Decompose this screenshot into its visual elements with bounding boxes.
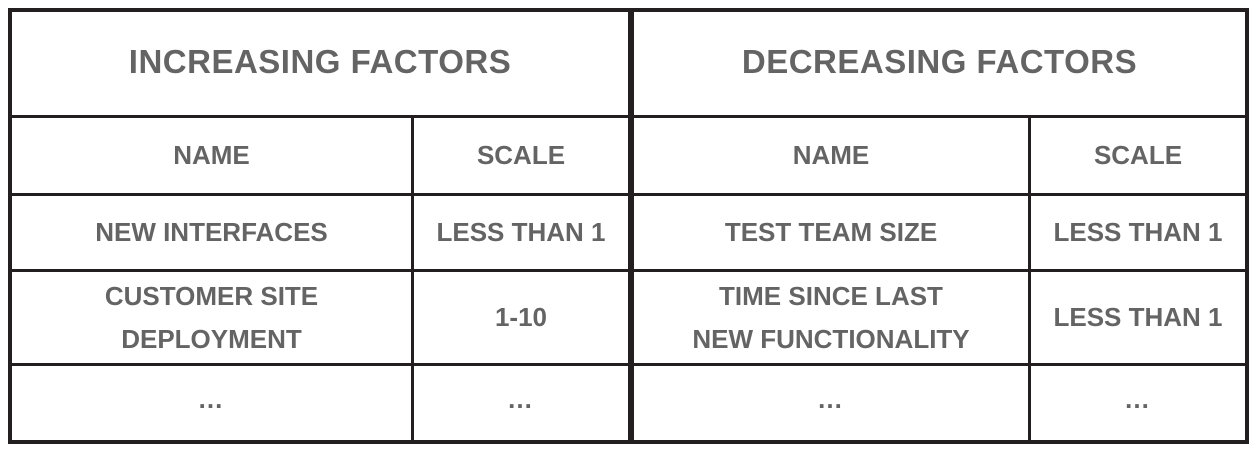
decreasing-factors-title: DECREASING FACTORS	[634, 12, 1245, 118]
factor-name-line: CUSTOMER SITE	[104, 280, 319, 311]
factor-name-cell: CUSTOMER SITE DEPLOYMENT	[12, 272, 414, 363]
table-row: … …	[12, 366, 628, 440]
factor-name-cell: NEW INTERFACES	[12, 196, 414, 269]
table-row: CUSTOMER SITE DEPLOYMENT 1-10	[12, 272, 628, 366]
factor-name-cell: TIME SINCE LAST NEW FUNCTIONALITY	[634, 272, 1031, 363]
table-row: TIME SINCE LAST NEW FUNCTIONALITY LESS T…	[634, 272, 1245, 366]
factor-name-line: NEW FUNCTIONALITY	[692, 323, 970, 354]
name-column-header: NAME	[12, 118, 414, 193]
table-row: NEW INTERFACES LESS THAN 1	[12, 196, 628, 272]
factor-scale-cell: LESS THAN 1	[1053, 217, 1223, 247]
factor-name-line: TIME SINCE LAST	[719, 280, 943, 311]
factor-name-cell: TEST TEAM SIZE	[634, 196, 1031, 269]
table-header-row: NAME SCALE	[634, 118, 1245, 196]
ellipsis-cell: …	[1124, 384, 1152, 414]
increasing-factors-title: INCREASING FACTORS	[12, 12, 628, 118]
factor-name-line: TEST TEAM SIZE	[724, 217, 938, 247]
table-row: … …	[634, 366, 1245, 440]
increasing-factors-section: INCREASING FACTORS NAME SCALE NEW INTERF…	[12, 12, 631, 440]
factors-table: INCREASING FACTORS NAME SCALE NEW INTERF…	[8, 8, 1249, 444]
scale-column-header: SCALE	[476, 140, 566, 170]
table-header-row: NAME SCALE	[12, 118, 628, 196]
factor-scale-cell: 1-10	[494, 302, 548, 332]
factor-name-line: NEW INTERFACES	[95, 217, 328, 247]
factor-scale-cell: LESS THAN 1	[1053, 302, 1223, 332]
ellipsis-cell: …	[507, 384, 535, 414]
decreasing-factors-section: DECREASING FACTORS NAME SCALE TEST TEAM …	[631, 12, 1245, 440]
table-row: TEST TEAM SIZE LESS THAN 1	[634, 196, 1245, 272]
factor-name-line: DEPLOYMENT	[121, 323, 302, 354]
factor-scale-cell: LESS THAN 1	[436, 217, 606, 247]
scale-column-header: SCALE	[1093, 140, 1183, 170]
ellipsis-cell: …	[12, 366, 414, 440]
name-column-header: NAME	[634, 118, 1031, 193]
ellipsis-cell: …	[634, 366, 1031, 440]
